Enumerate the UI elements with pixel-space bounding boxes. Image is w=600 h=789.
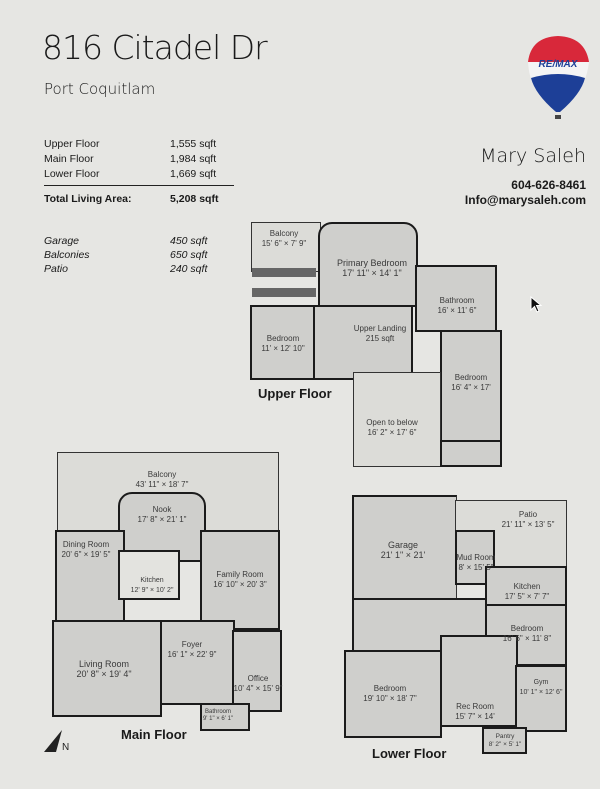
extra-label: Garage (44, 235, 80, 247)
room-family-room (200, 530, 280, 630)
room-kitchen (118, 550, 180, 600)
extra-row: Patio 240 sqft (44, 262, 234, 276)
divider (44, 185, 234, 186)
area-row: Main Floor 1,984 sqft (44, 152, 234, 167)
area-label: Main Floor (44, 153, 94, 165)
area-row: Lower Floor 1,669 sqft (44, 167, 234, 182)
property-address: 816 Citadel Dr (42, 28, 268, 67)
extra-areas: Garage 450 sqft Balconies 650 sqft Patio 24… (44, 234, 234, 276)
floor-title-lower: Lower Floor (372, 746, 447, 761)
extra-value: 240 sqft (170, 263, 208, 275)
agent-name: Mary Saleh (480, 145, 586, 167)
closet-shelf (252, 268, 316, 277)
extra-row: Balconies 650 sqft (44, 248, 234, 262)
extra-value: 650 sqft (170, 249, 208, 261)
extra-row: Garage 450 sqft (44, 234, 234, 248)
agent-email[interactable]: Info@marysaleh.com (464, 193, 586, 207)
room-balcony (251, 222, 321, 272)
room-bathroom (200, 703, 250, 731)
floor-title-main: Main Floor (121, 727, 187, 742)
total-row: Total Living Area: 5,208 sqft (44, 192, 234, 207)
area-value: 1,984 sqft (170, 153, 217, 165)
floor-title-upper: Upper Floor (258, 386, 332, 401)
svg-text:RE/MAX: RE/MAX (539, 59, 579, 70)
room-living-room (52, 620, 162, 717)
area-label: Lower Floor (44, 168, 100, 180)
room-bathroom (415, 265, 497, 332)
area-value: 1,669 sqft (170, 168, 217, 180)
area-value: 1,555 sqft (170, 138, 217, 150)
room-gym (515, 665, 567, 732)
total-value: 5,208 sqft (170, 193, 219, 205)
room-foyer (160, 620, 235, 705)
mouse-cursor-icon (530, 296, 543, 313)
room-bathroom-small (440, 440, 502, 467)
north-arrow-icon: N (44, 730, 69, 753)
closet-shelf (252, 288, 316, 297)
room-primary-bedroom (318, 222, 418, 307)
extra-label: Patio (44, 263, 68, 275)
property-city: Port Coquitlam (44, 80, 156, 98)
room-pantry (482, 727, 527, 754)
room-open-to-below (353, 372, 441, 467)
room-office (232, 630, 282, 712)
room-bedroom (250, 305, 315, 380)
agent-phone[interactable]: 604-626-8461 (511, 178, 586, 192)
area-row: Upper Floor 1,555 sqft (44, 137, 234, 152)
remax-balloon-logo: RE/MAX (528, 36, 589, 119)
total-label: Total Living Area: (44, 193, 132, 205)
extra-label: Balconies (44, 249, 90, 261)
area-label: Upper Floor (44, 138, 100, 150)
area-summary: Upper Floor 1,555 sqft Main Floor 1,984 sq… (44, 137, 234, 207)
extra-value: 450 sqft (170, 235, 208, 247)
svg-text:N: N (62, 742, 69, 753)
